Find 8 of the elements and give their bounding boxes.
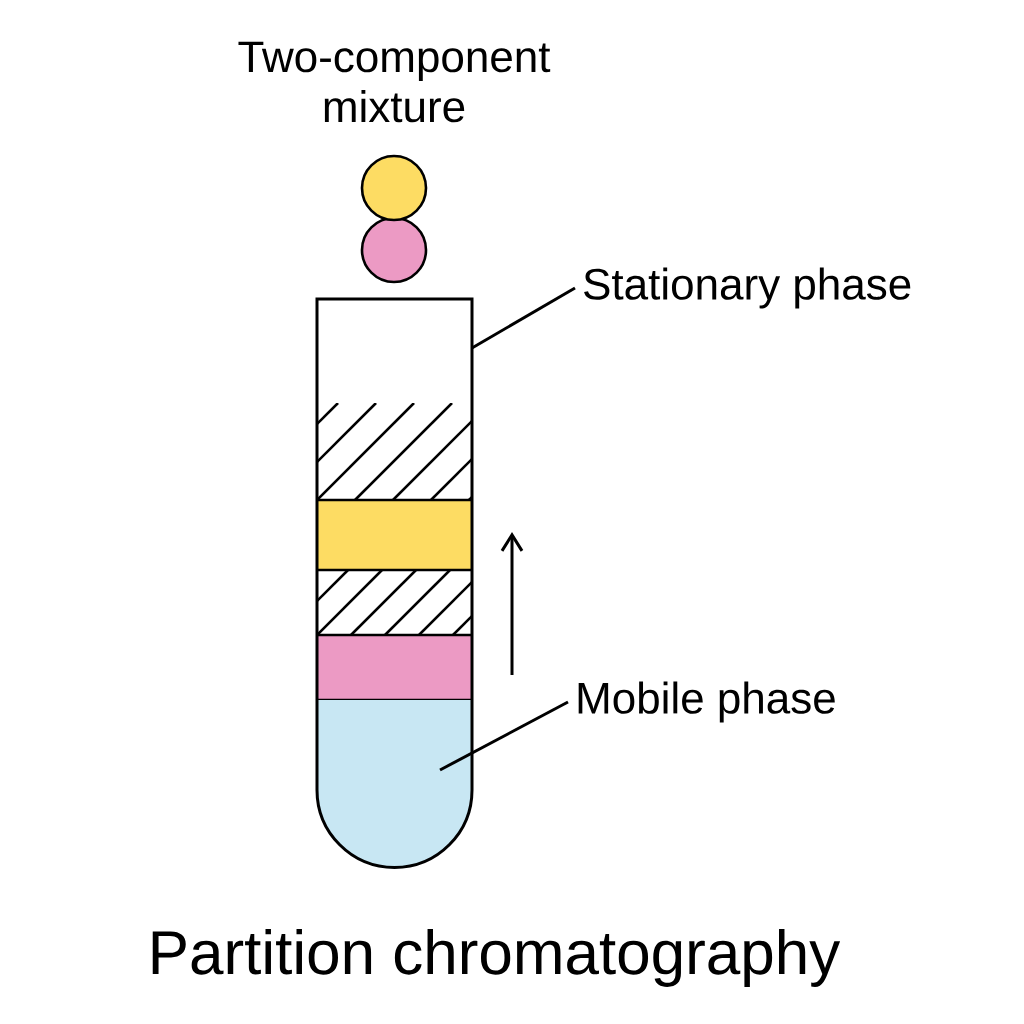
column-tube-drawing xyxy=(315,297,474,869)
liquid-drawing xyxy=(317,700,472,867)
phase-label: Stationary phase xyxy=(584,267,911,309)
leader-line xyxy=(439,700,569,772)
phase-label: Mobile phase xyxy=(578,681,835,723)
caption: Partition chromatography xyxy=(152,929,841,987)
mixture-label: Two-component mixture xyxy=(238,41,551,123)
leader-line xyxy=(471,286,576,350)
